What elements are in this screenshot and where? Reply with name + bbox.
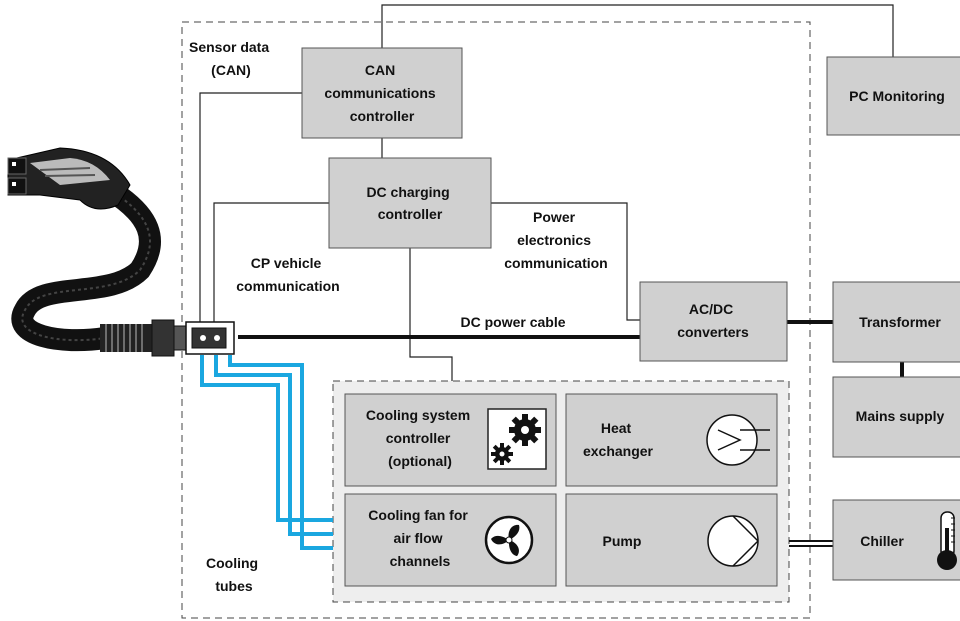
- cooling-controller-label: Cooling system controller (optional): [366, 407, 474, 469]
- acdc-converters-label: AC/DC converters: [677, 301, 749, 340]
- cp-vehicle-line: [213, 202, 329, 330]
- cp-vehicle-label: CP vehicle communication: [236, 255, 339, 294]
- charging-connector-icon: [7, 147, 235, 357]
- acdc-converters-box: [639, 281, 788, 362]
- mains-supply-box: [832, 376, 960, 458]
- pc-monitoring-label: PC Monitoring: [849, 88, 945, 104]
- thermometer-icon: [937, 511, 957, 570]
- power-electronics-line: [491, 202, 640, 321]
- heat-exchanger-icon: [706, 414, 770, 466]
- heat-exchanger-label: Heat exchanger: [583, 420, 654, 459]
- cooling-fan-label: Cooling fan for air flow channels: [368, 507, 471, 569]
- can-to-pc-line: [381, 4, 894, 57]
- sensor-data-line: [199, 92, 302, 330]
- cooling-tubes: [200, 355, 333, 550]
- transformer-label: Transformer: [859, 314, 941, 330]
- dc-charging-box: [328, 157, 492, 249]
- pump-icon: [707, 515, 759, 567]
- dc-power-cable-label: DC power cable: [460, 314, 565, 330]
- dc-to-cooling-line: [409, 248, 453, 381]
- gears-icon: [487, 408, 547, 470]
- pc-monitoring-box: [826, 56, 960, 136]
- transformer-box: [832, 281, 960, 363]
- fan-icon: [484, 515, 534, 565]
- sensor-data-label: Sensor data (CAN): [189, 39, 273, 78]
- power-electronics-label: Power electronics communication: [504, 209, 607, 271]
- chiller-label: Chiller: [860, 533, 904, 549]
- can-controller-label: CAN communications controller: [324, 62, 439, 124]
- cooling-tubes-label: Cooling tubes: [206, 555, 262, 594]
- pump-label: Pump: [603, 533, 642, 549]
- can-controller-box: [301, 47, 463, 139]
- mains-supply-label: Mains supply: [856, 408, 945, 424]
- dc-charging-label: DC charging controller: [366, 184, 453, 222]
- connection-lines: [199, 4, 904, 547]
- chiller-box: [832, 499, 960, 581]
